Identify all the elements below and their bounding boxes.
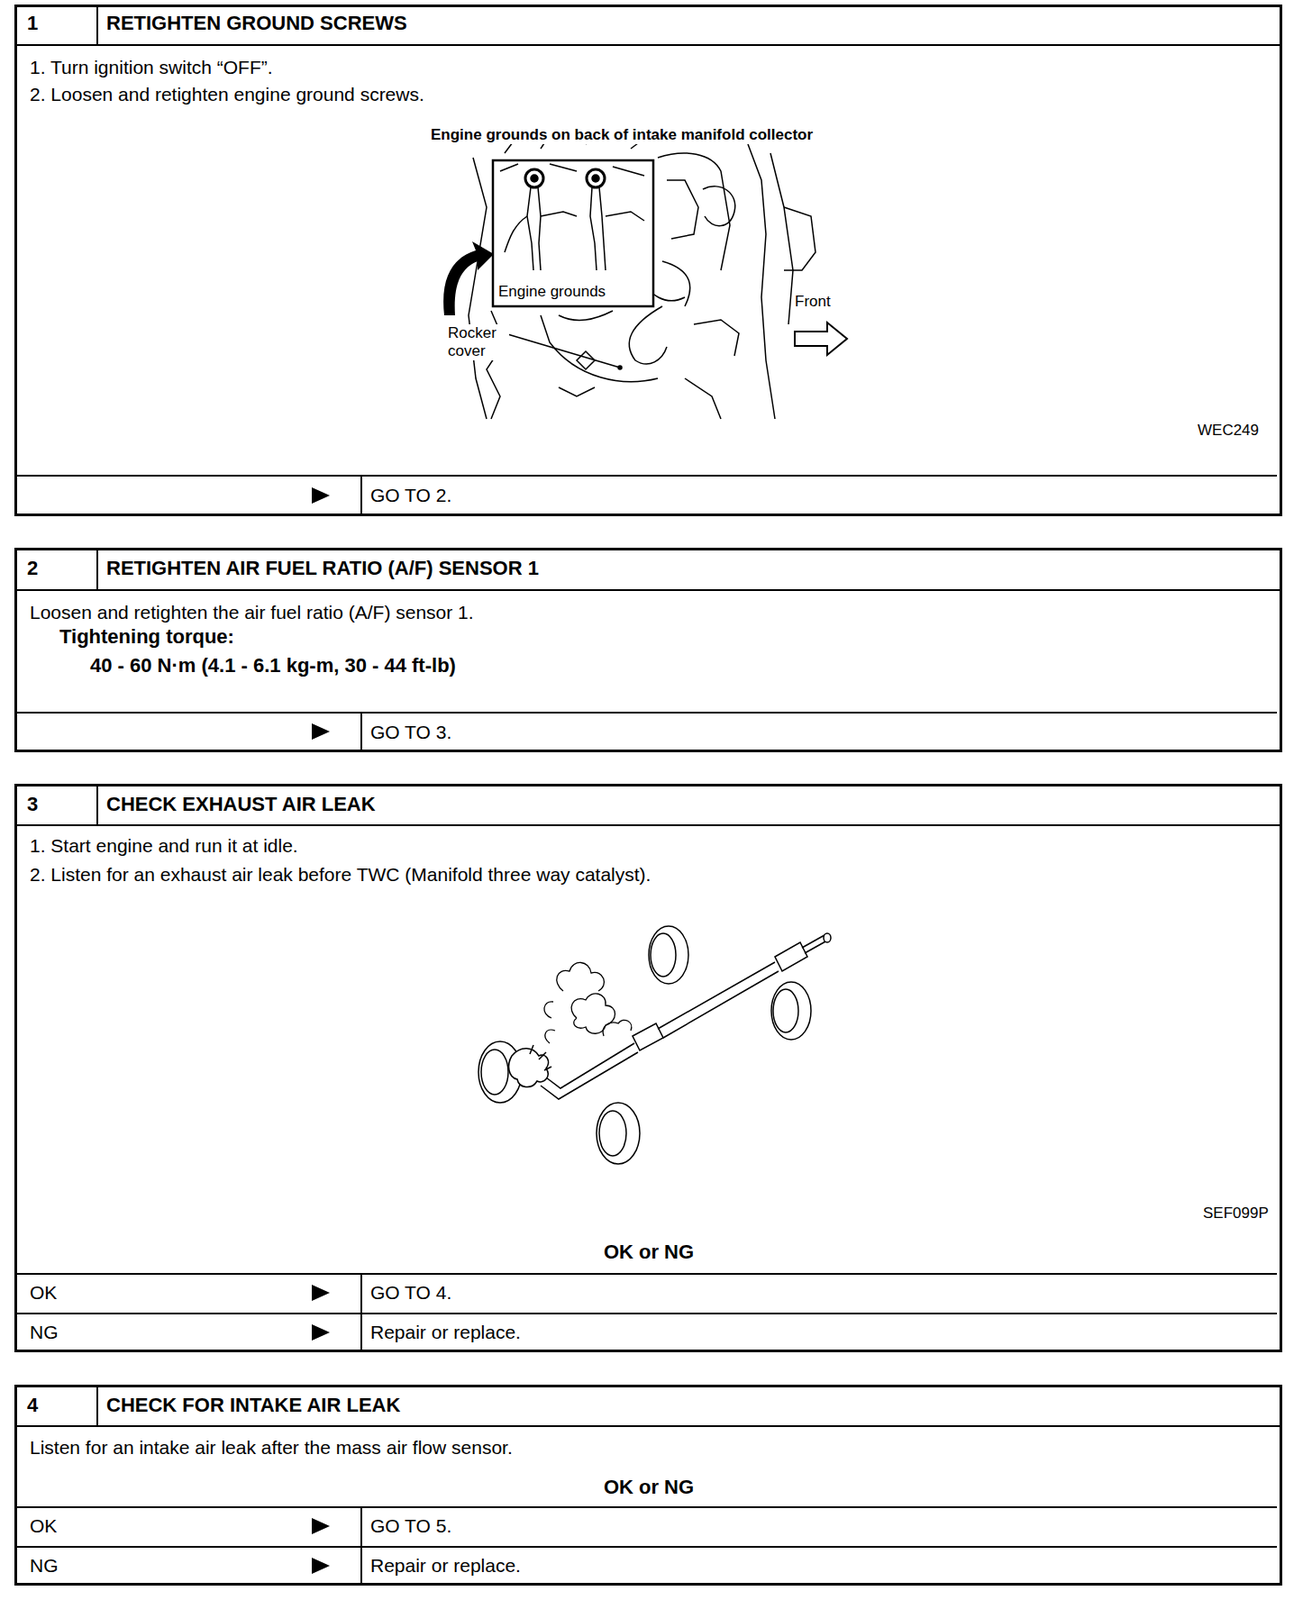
result-action: Repair or replace. xyxy=(370,1555,521,1577)
figure-code: WEC249 xyxy=(1195,421,1261,440)
table-rules xyxy=(14,4,1283,1586)
result-action: GO TO 5. xyxy=(370,1515,452,1538)
result-row: NG Repair or replace. xyxy=(14,1546,1277,1586)
instruction: 2. Loosen and retighten engine ground sc… xyxy=(29,83,425,106)
front-arrow xyxy=(794,322,848,356)
vehicle-illustration xyxy=(478,926,831,1165)
step-number: 4 xyxy=(27,1394,38,1417)
result-row: GO TO 2. xyxy=(14,474,1277,517)
spec-value: 40 - 60 N·m (4.1 - 6.1 kg-m, 30 - 44 ft-… xyxy=(90,655,456,677)
step-number: 2 xyxy=(27,557,38,580)
result-action: Repair or replace. xyxy=(370,1321,521,1344)
ground-terminals xyxy=(500,164,645,271)
direction-label: Front xyxy=(792,292,833,311)
result-action: GO TO 3. xyxy=(370,721,452,744)
result-row: NG Repair or replace. xyxy=(14,1312,1277,1353)
figure-code: SEF099P xyxy=(1201,1204,1271,1223)
part-label: Rocker cover xyxy=(446,324,510,361)
step-title: CHECK FOR INTAKE AIR LEAK xyxy=(106,1394,401,1417)
part-label: Engine grounds xyxy=(496,282,608,301)
instruction: 1. Start engine and run it at idle. xyxy=(29,835,299,857)
step-title: CHECK EXHAUST AIR LEAK xyxy=(106,793,376,816)
step-number: 1 xyxy=(27,12,38,35)
result-action: GO TO 2. xyxy=(370,484,452,507)
detail-inset xyxy=(492,160,654,307)
instruction: 2. Listen for an exhaust air leak before… xyxy=(29,864,651,886)
spec-heading: Tightening torque: xyxy=(59,626,235,648)
engine-illustration xyxy=(468,135,816,420)
result-row: OK GO TO 5. xyxy=(14,1506,1277,1547)
step-box: 4 CHECK FOR INTAKE AIR LEAK Listen for an … xyxy=(14,1384,1283,1586)
step-box: 3 CHECK EXHAUST AIR LEAK 1. Start engine a… xyxy=(14,783,1283,1353)
result-condition: OK xyxy=(29,1515,57,1538)
smoke-clouds xyxy=(544,962,632,1044)
figure-title: Engine grounds on back of intake manifol… xyxy=(428,126,815,145)
result-question: OK or NG xyxy=(603,1241,694,1264)
result-condition: NG xyxy=(29,1321,59,1344)
result-condition: OK xyxy=(29,1282,57,1304)
step-title: RETIGHTEN GROUND SCREWS xyxy=(106,12,408,35)
callout-arrow xyxy=(443,241,494,316)
instruction: 1. Turn ignition switch “OFF”. xyxy=(29,56,274,79)
result-question: OK or NG xyxy=(603,1476,694,1499)
step-box: 2 RETIGHTEN AIR FUEL RATIO (A/F) SENSOR 1… xyxy=(14,547,1283,753)
instruction: Loosen and retighten the air fuel ratio … xyxy=(29,601,474,624)
instruction: Listen for an intake air leak after the … xyxy=(29,1437,513,1459)
result-row: OK GO TO 4. xyxy=(14,1273,1277,1313)
step-title: RETIGHTEN AIR FUEL RATIO (A/F) SENSOR 1 xyxy=(106,557,539,580)
result-condition: NG xyxy=(29,1555,59,1577)
result-action: GO TO 4. xyxy=(370,1282,452,1304)
step-number: 3 xyxy=(27,793,38,816)
result-row: GO TO 3. xyxy=(14,711,1277,753)
step-box: 1 RETIGHTEN GROUND SCREWS 1. Turn ignition… xyxy=(14,4,1283,517)
